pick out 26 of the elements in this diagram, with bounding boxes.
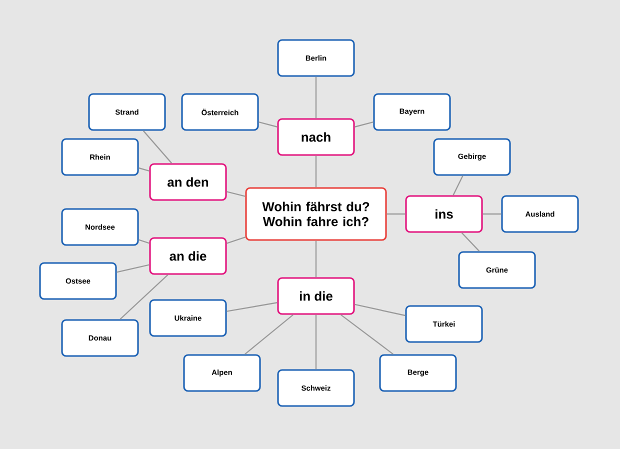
connector-line xyxy=(258,122,278,128)
connector-line xyxy=(461,232,480,252)
connector-line xyxy=(315,156,317,188)
connector-line xyxy=(244,314,294,355)
connector-line xyxy=(138,239,150,244)
connector-line xyxy=(354,304,406,316)
preposition-box: nach xyxy=(277,118,355,156)
preposition-box: an den xyxy=(149,163,227,201)
connector-line xyxy=(226,191,246,197)
preposition-box: an die xyxy=(149,237,227,275)
connector-line xyxy=(452,176,464,196)
connector-line xyxy=(315,240,317,278)
connector-line xyxy=(226,302,278,312)
connector-line xyxy=(340,314,394,355)
connector-line xyxy=(120,274,168,320)
preposition-box: in die xyxy=(277,277,355,315)
connector-line xyxy=(386,213,406,215)
connector-line xyxy=(116,264,150,273)
connector-line xyxy=(315,314,317,370)
connector-line xyxy=(138,167,150,172)
connector-line xyxy=(482,213,502,215)
preposition-box: ins xyxy=(405,195,483,233)
center-box: Wohin fährst du? Wohin fahre ich? xyxy=(245,187,387,241)
connector-line xyxy=(354,122,374,128)
connector-line xyxy=(226,236,246,244)
connector-line xyxy=(315,76,317,118)
